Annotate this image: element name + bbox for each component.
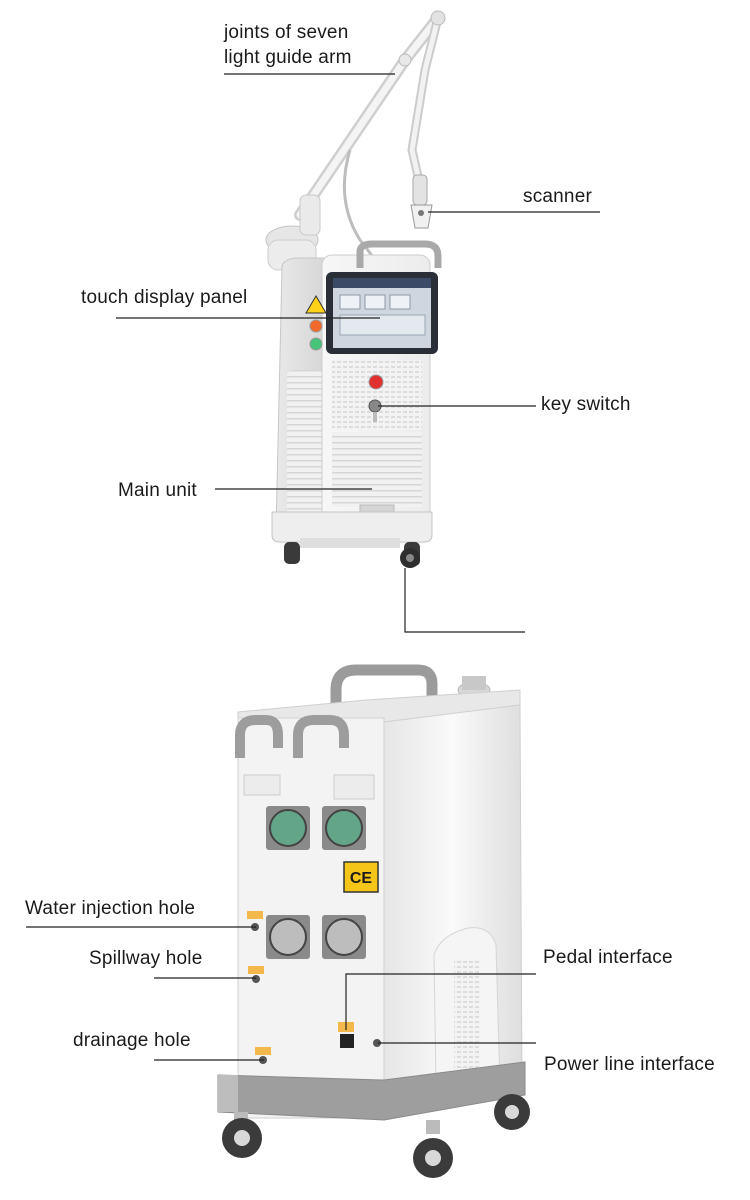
light-guide-arm: [294, 10, 446, 266]
leader-lines: [26, 73, 600, 1061]
rear-view-device: CE: [217, 664, 530, 1178]
leader-wheel: [404, 568, 525, 633]
label-spillway-hole: Spillway hole: [89, 948, 203, 969]
label-pedal-interface: Pedal interface: [543, 947, 673, 968]
label-key-switch: key switch: [541, 394, 631, 415]
label-joints-line1: joints of seven: [224, 22, 349, 43]
label-touch-display-panel: touch display panel: [81, 287, 248, 308]
label-power-line-interface: Power line interface: [544, 1054, 715, 1075]
front-wheels: [284, 538, 420, 568]
scanner-handpiece: [410, 174, 433, 229]
label-drainage-hole: drainage hole: [73, 1030, 191, 1051]
front-view-device: [265, 10, 446, 568]
leader-pedal: [345, 973, 536, 1030]
label-scanner: scanner: [523, 186, 592, 207]
label-water-injection-hole: Water injection hole: [25, 898, 196, 919]
touch-screen: [326, 272, 438, 354]
label-joints-light-guide-arm: joints of seven light guide arm: [224, 20, 352, 70]
main-unit-body: [271, 240, 442, 543]
rear-wheels: [222, 1094, 530, 1178]
ce-mark-text: CE: [350, 870, 373, 887]
label-joints-line2: light guide arm: [224, 47, 352, 68]
label-main-unit: Main unit: [118, 480, 197, 501]
cooling-fans: [266, 806, 366, 959]
ce-mark-label: CE: [343, 861, 379, 893]
